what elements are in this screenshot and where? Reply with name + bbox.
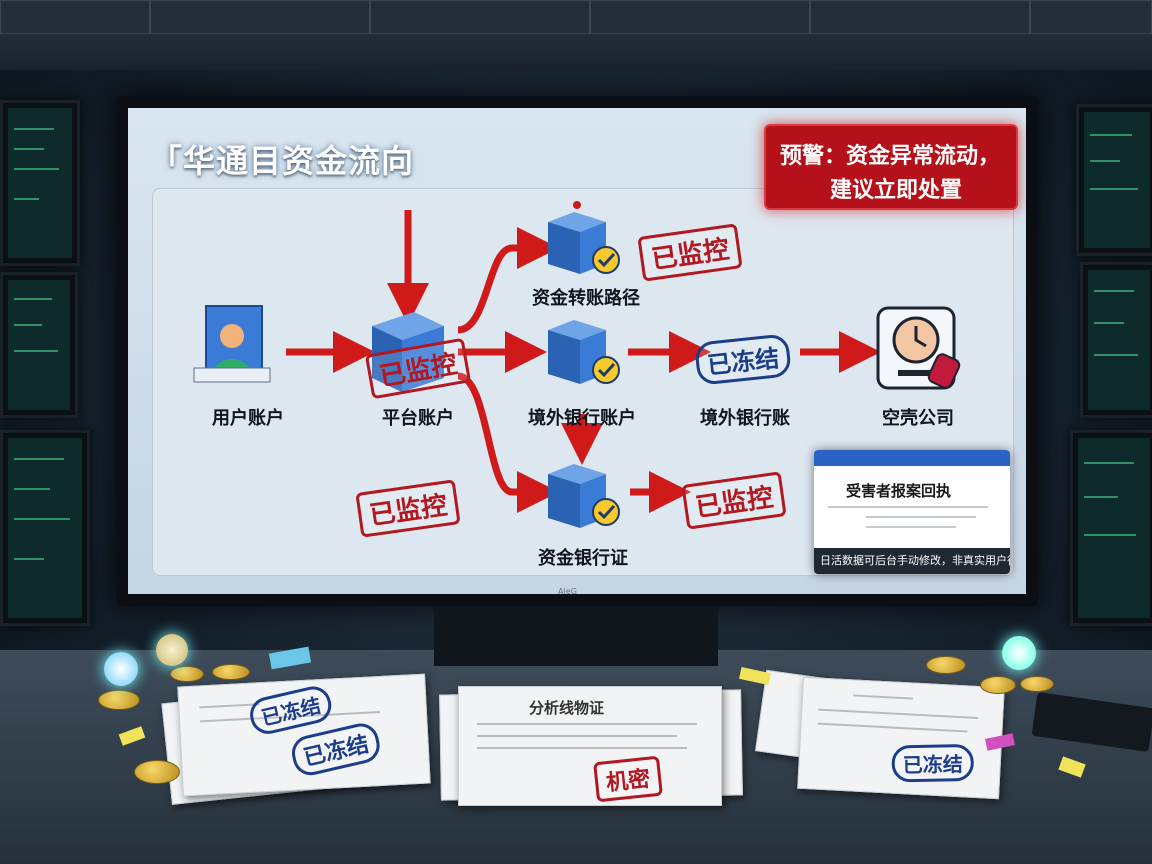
coin bbox=[926, 656, 966, 674]
side-monitor-right-middle bbox=[1080, 262, 1152, 418]
side-monitor-left-bottom bbox=[0, 430, 90, 626]
alert-line-1: 预警：资金异常流动， bbox=[780, 144, 1001, 169]
ceiling-tile bbox=[0, 0, 150, 34]
main-monitor: 「华通目资金流向 预警：资金异常流动， 建议立即处置 bbox=[116, 96, 1038, 606]
side-monitor-left-top bbox=[0, 100, 80, 266]
glowing-token bbox=[156, 634, 188, 666]
coin bbox=[170, 666, 204, 682]
arrow-platform-to-transfer bbox=[457, 227, 559, 334]
ceiling-tile bbox=[370, 0, 590, 34]
overseas-account-icon bbox=[548, 320, 620, 384]
ceiling-tile bbox=[1030, 0, 1152, 34]
coin bbox=[98, 690, 140, 710]
user-account-icon bbox=[193, 305, 271, 383]
node-user-account: 用户账户 bbox=[212, 408, 284, 429]
alert-line-2: 建议立即处置 bbox=[830, 178, 963, 203]
bank-certificate-icon bbox=[548, 464, 620, 528]
arrow-platform-to-certificate bbox=[457, 372, 559, 513]
node-shell-company: 空壳公司 bbox=[882, 408, 954, 429]
document-center-title: 分析线物证 bbox=[529, 699, 605, 717]
transfer-path-icon bbox=[548, 201, 620, 274]
main-screen: 「华通目资金流向 预警：资金异常流动， 建议立即处置 bbox=[128, 108, 1026, 594]
side-monitor-right-top bbox=[1076, 104, 1152, 256]
node-transfer-path: 资金转账路径 bbox=[532, 288, 640, 309]
node-overseas-account: 境外银行账户 bbox=[528, 408, 636, 429]
doc-stamp-frozen: 已冻结 bbox=[891, 743, 975, 783]
side-monitor-right-bottom bbox=[1070, 430, 1152, 626]
doc-stamp-frozen: 已冻结 bbox=[246, 682, 335, 738]
platform-server-icon bbox=[372, 312, 444, 392]
node-bank-certificate: 资金银行证 bbox=[538, 548, 628, 569]
monitor-brand-logo: AIeG bbox=[558, 587, 577, 596]
shell-company-icon bbox=[876, 306, 961, 390]
document-left: 已冻结 已冻结 bbox=[177, 673, 431, 797]
node-overseas-bank: 境外银行账 bbox=[700, 408, 790, 429]
popup-title-bar bbox=[814, 450, 1010, 466]
document-right: 已冻结 bbox=[797, 676, 1005, 800]
document-center: 分析线物证 机密 bbox=[458, 686, 722, 806]
popup-caption: 日活数据可后台手动修改，非真实用户行为 bbox=[814, 548, 1010, 574]
ceiling-tile bbox=[150, 0, 370, 34]
ceiling-tile bbox=[590, 0, 810, 34]
coin bbox=[134, 760, 180, 784]
flow-arrows bbox=[286, 210, 881, 513]
doc-stamp-confidential: 机密 bbox=[593, 755, 663, 803]
ceiling-tile bbox=[810, 0, 1030, 34]
coin bbox=[212, 664, 250, 680]
screen-title: 「华通目资金流向 bbox=[150, 142, 415, 180]
coin bbox=[1020, 676, 1054, 692]
coin bbox=[980, 676, 1016, 694]
side-monitor-left-middle bbox=[0, 272, 78, 418]
monitor-stand bbox=[434, 606, 718, 666]
flow-diagram bbox=[193, 201, 961, 528]
alert-banner: 预警：资金异常流动， 建议立即处置 bbox=[764, 124, 1018, 210]
report-receipt-window: 受害者报案回执 日活数据可后台手动修改，非真实用户行为 bbox=[814, 450, 1010, 574]
doc-stamp-frozen: 已冻结 bbox=[288, 719, 384, 779]
popup-title: 受害者报案回执 bbox=[846, 482, 952, 500]
ceiling bbox=[0, 0, 1152, 70]
glowing-token bbox=[104, 652, 138, 686]
node-platform-account: 平台账户 bbox=[382, 408, 454, 429]
glowing-token bbox=[1002, 636, 1036, 670]
